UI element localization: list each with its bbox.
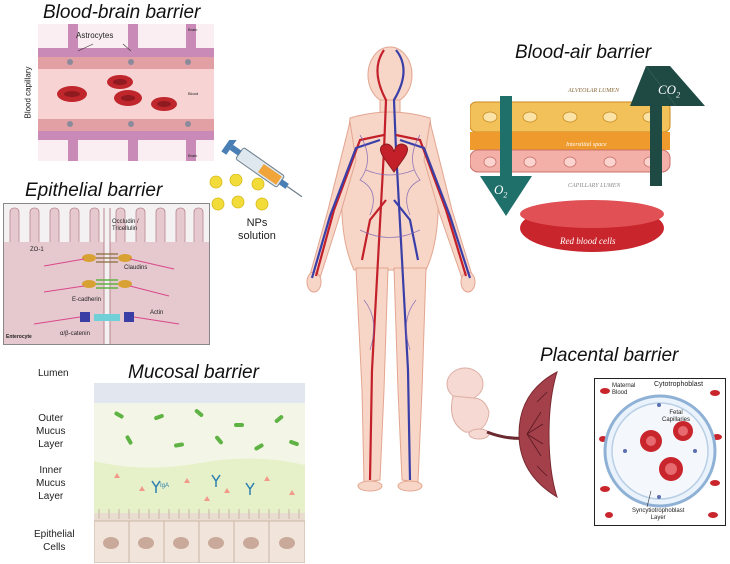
epithelial-title: Epithelial barrier <box>25 180 163 201</box>
alveolar-lumen-label: ALVEOLAR LUMEN <box>568 88 619 94</box>
co2-label: CO2 <box>658 82 680 100</box>
o2-text: O <box>494 182 504 197</box>
outer-mucus-label: Outer Mucus Layer <box>36 412 65 451</box>
epithelial-illustration <box>3 203 210 345</box>
placental-barrier-zoom <box>594 378 726 526</box>
blood-capillary-label: Blood capillary <box>23 66 33 119</box>
outer-mucus-line3: Layer <box>38 439 64 450</box>
ecadherin-label: E-cadherin <box>72 297 102 303</box>
syringe-illustration <box>210 140 315 220</box>
bbb-title: Blood-brain barrier <box>43 2 201 23</box>
bbb-illustration <box>38 24 214 161</box>
o2-label: O2 <box>494 182 507 200</box>
inner-mucus-label: Inner Mucus Layer <box>36 464 65 503</box>
actin-label: Actin <box>150 310 164 316</box>
syncytio-line2: Layer <box>650 515 666 521</box>
inner-mucus-line1: Inner <box>39 465 63 476</box>
inner-mucus-line3: Layer <box>38 491 64 502</box>
epithelial-cells-label: Epithelial Cells <box>34 528 75 554</box>
blood-air-title: Blood-air barrier <box>515 42 652 63</box>
co2-text: CO <box>658 82 677 97</box>
outer-mucus-line2: Mucus <box>36 426 66 437</box>
human-circulatory-system <box>300 40 485 520</box>
catenin-label: α/β-catenin <box>60 331 90 337</box>
rbc-label: Red blood cells <box>560 236 616 246</box>
syncytiotrophoblast-label: Syncytiotrophoblast Layer <box>632 508 684 522</box>
claudins-label: Claudins <box>124 265 148 271</box>
nps-line1: NPs <box>246 217 268 229</box>
brain-top-label: Brain <box>188 27 198 32</box>
zo1-label: ZO-1 <box>30 247 44 253</box>
epithelial-cells-line1: Epithelial <box>34 529 75 540</box>
maternal-line2: Blood <box>612 390 628 396</box>
fetal-capillaries-label: Fetal Capillaries <box>662 410 690 424</box>
syncytio-line1: Syncytiotrophoblast <box>632 508 685 514</box>
nanoparticles-cluster <box>208 174 274 214</box>
blood-air-illustration <box>470 66 705 281</box>
placental-title: Placental barrier <box>540 345 679 366</box>
cytotrophoblast-label: Cytotrophoblast <box>654 381 704 388</box>
mucosal-illustration <box>94 383 305 563</box>
capillary-lumen-label: CAPILLARY LUMEN <box>568 183 621 189</box>
outer-mucus-line1: Outer <box>38 413 64 424</box>
occludin-label: Occludin / Tricellulin <box>112 219 139 232</box>
epithelial-cells-line2: Cells <box>43 542 66 553</box>
maternal-line1: Maternal <box>612 383 636 389</box>
mucosal-title: Mucosal barrier <box>128 362 259 383</box>
interstitial-label: Interstitial space <box>566 142 607 148</box>
brain-bottom-label: Brain <box>188 153 198 158</box>
iga-label: IgA <box>160 483 170 489</box>
inner-mucus-line2: Mucus <box>36 478 66 489</box>
fetus-placenta-illustration <box>437 362 597 507</box>
nps-line2: solution <box>238 230 276 242</box>
blood-label: Blood <box>188 91 199 96</box>
fetal-line2: Capillaries <box>662 417 691 423</box>
maternal-blood-label: Maternal Blood <box>612 383 635 397</box>
fetal-line1: Fetal <box>669 410 683 416</box>
co2-subscript: 2 <box>676 90 681 100</box>
enterocyte-label: Enterocyte <box>6 334 32 340</box>
o2-subscript: 2 <box>503 190 508 200</box>
nps-solution-label: NPs solution <box>238 217 276 243</box>
lumen-label: Lumen <box>38 368 69 379</box>
astrocytes-label: Astrocytes <box>76 31 114 40</box>
